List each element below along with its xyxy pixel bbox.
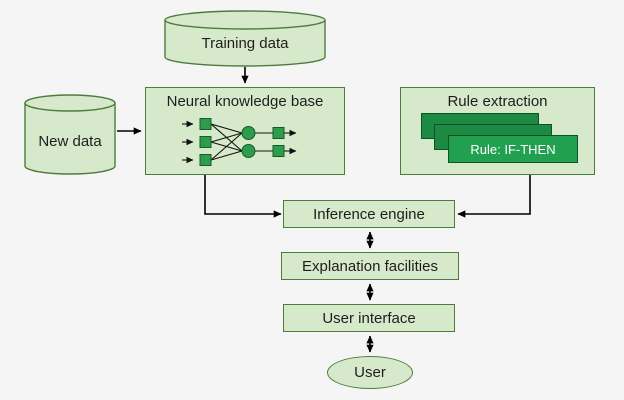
neural-knowledge-base-box: Neural knowledge base [145,87,345,175]
edge-rule-extraction-to-inference-engine [457,175,531,218]
rule-extraction-label: Rule extraction [447,93,548,110]
neural-network-graphic [182,118,297,166]
training-data-label: Training data [201,34,289,52]
explanation-facilities-box: Explanation facilities [281,252,459,280]
user-interface-box: User interface [283,304,455,332]
inference-engine-box: Inference engine [283,200,455,228]
neural-knowledge-base-label: Neural knowledge base [166,93,324,110]
user-ellipse: User [327,356,413,389]
rule-extraction-box: Rule extraction Rule: IF-THEN [400,87,595,175]
rule-card: Rule: IF-THEN [448,135,578,163]
new-data-label: New data [38,132,102,150]
edge-nkb-to-inference-engine [204,175,282,218]
